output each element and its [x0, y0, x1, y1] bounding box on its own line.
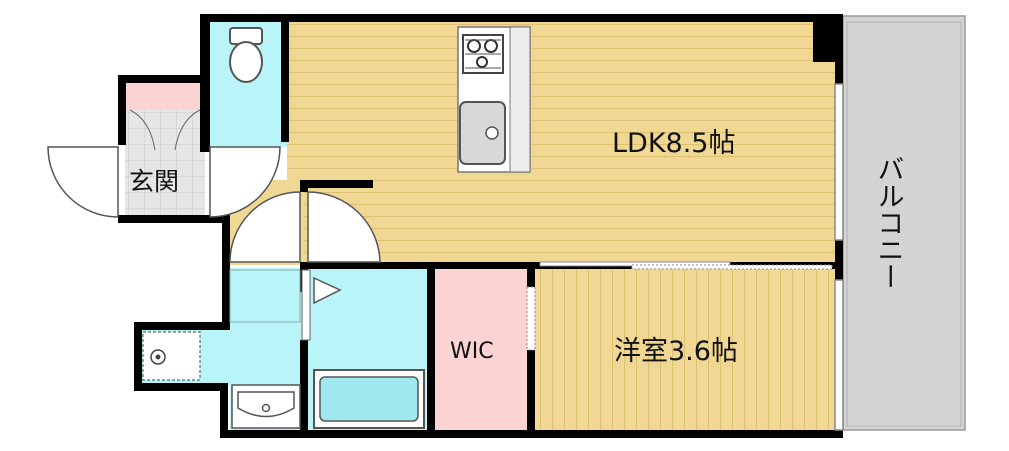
- bathroom-door: [301, 269, 342, 341]
- walls: [118, 14, 843, 438]
- toilet-icon: [229, 27, 263, 83]
- sink-icon: [459, 101, 506, 165]
- ldk-floor: [287, 22, 838, 262]
- hallway-closet: [229, 269, 301, 323]
- washroom-door: [229, 191, 301, 263]
- washing-machine-icon: [142, 331, 201, 381]
- kitchen-counter: [457, 26, 531, 173]
- windows: [834, 83, 844, 431]
- ldk-door: [307, 191, 381, 263]
- wic-floor: [433, 268, 528, 430]
- entrance-door: [47, 146, 119, 218]
- toilet-door: [209, 146, 281, 218]
- stove-icon: [462, 34, 504, 74]
- balcony-label: バルコニー: [873, 155, 904, 290]
- wash-basin-icon: [231, 384, 301, 429]
- wic-door: [526, 286, 536, 351]
- entrance-label: 玄関: [129, 167, 179, 196]
- shoe-closet-doors: [129, 109, 201, 151]
- entrance-area: [125, 82, 205, 220]
- ldk-label: LDK8.5帖: [612, 128, 735, 159]
- balcony-area: [842, 15, 966, 431]
- sliding-door: [539, 261, 833, 270]
- bathtub-icon: [313, 369, 425, 429]
- western-room-floor: [535, 268, 838, 430]
- western-room-label: 洋室3.6帖: [614, 336, 738, 367]
- wic-label: WIC: [450, 339, 494, 364]
